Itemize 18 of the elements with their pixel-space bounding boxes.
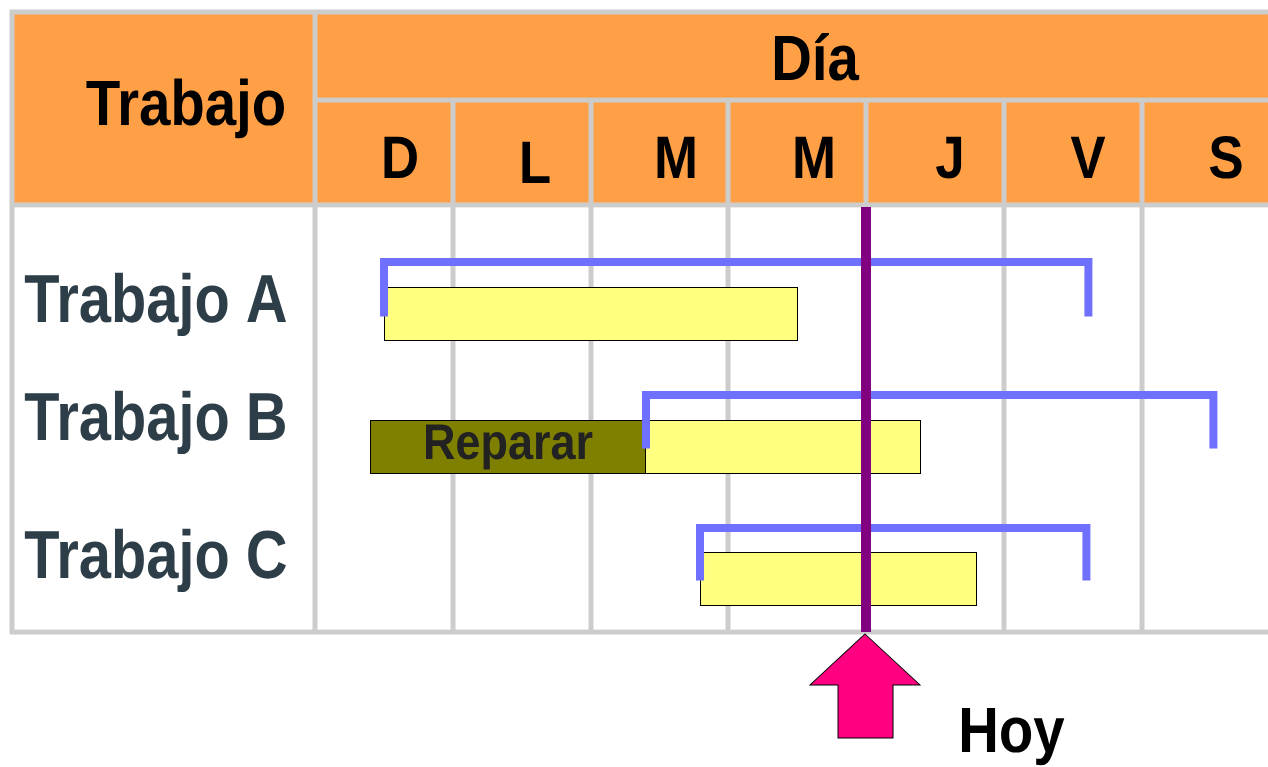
task-bar [384,287,798,341]
day-label: M [795,136,833,178]
day-label: S [1209,136,1242,179]
day-label: M [657,136,695,178]
column-header: Día [774,33,860,81]
arrow-caption: Hoy [961,707,1065,766]
day-label: L [522,141,550,183]
up-arrow [809,633,921,739]
column-header: Trabajo [86,78,284,139]
task-bar [700,552,977,606]
task-bar [645,420,921,474]
bar-with-label: Reparar [370,420,646,474]
row-label: Trabajo A [24,272,286,337]
day-label: D [384,136,417,178]
day-label: V [1070,136,1106,178]
day-label: J [936,136,962,179]
row-label: Trabajo B [24,390,285,455]
row-label: Trabajo C [24,528,286,593]
